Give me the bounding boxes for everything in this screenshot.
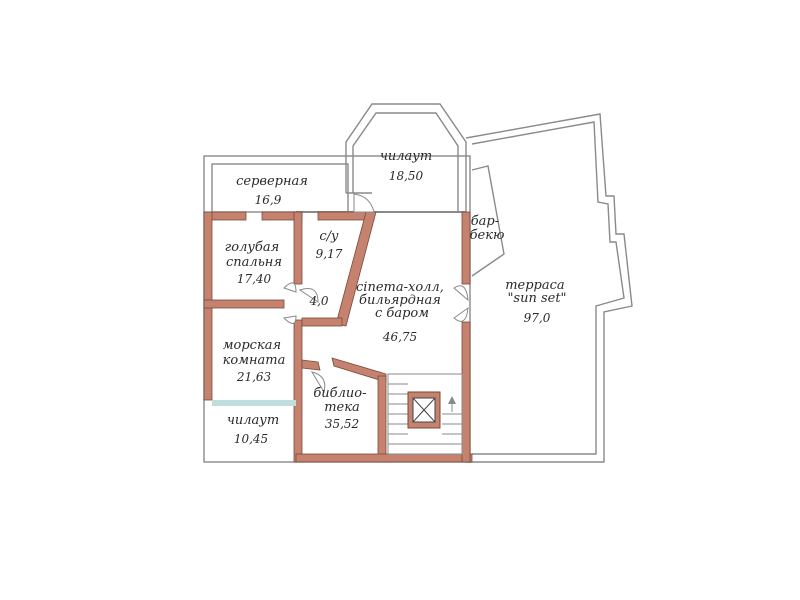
staircase: [387, 373, 463, 455]
label-server: серверная: [236, 174, 308, 189]
label-library: библио- тека: [313, 386, 370, 415]
label-terrace: терраса "sun set": [505, 278, 569, 306]
area-wc: 9,17: [316, 247, 343, 261]
area-blue-bedroom: 17,40: [237, 272, 272, 286]
label-wc: с/у: [319, 229, 339, 244]
area-server: 16,9: [255, 193, 282, 207]
label-sea-room: морская комната: [223, 338, 286, 368]
area-terrace: 97,0: [524, 311, 551, 325]
lift: [407, 391, 441, 429]
area-chillout-bottom: 10,45: [234, 432, 268, 446]
area-cinema-hall: 46,75: [382, 330, 417, 344]
label-blue-bedroom: голубая спальня: [225, 240, 284, 270]
glass-partition: [212, 400, 296, 406]
area-chillout-top: 18,50: [389, 169, 424, 183]
label-chillout-top: чилаут: [380, 149, 432, 164]
area-sea-room: 21,63: [236, 370, 272, 384]
label-chillout-bottom: чилаут: [227, 413, 279, 428]
area-library: 35,52: [325, 417, 359, 431]
area-hall-small: 4,0: [308, 294, 328, 308]
doors: [282, 193, 469, 394]
label-cinema-hall: cіnema-холл, бильярдная с баром: [356, 280, 448, 321]
label-bbq: бар- бекю: [470, 214, 505, 243]
brick-walls: [203, 211, 473, 463]
